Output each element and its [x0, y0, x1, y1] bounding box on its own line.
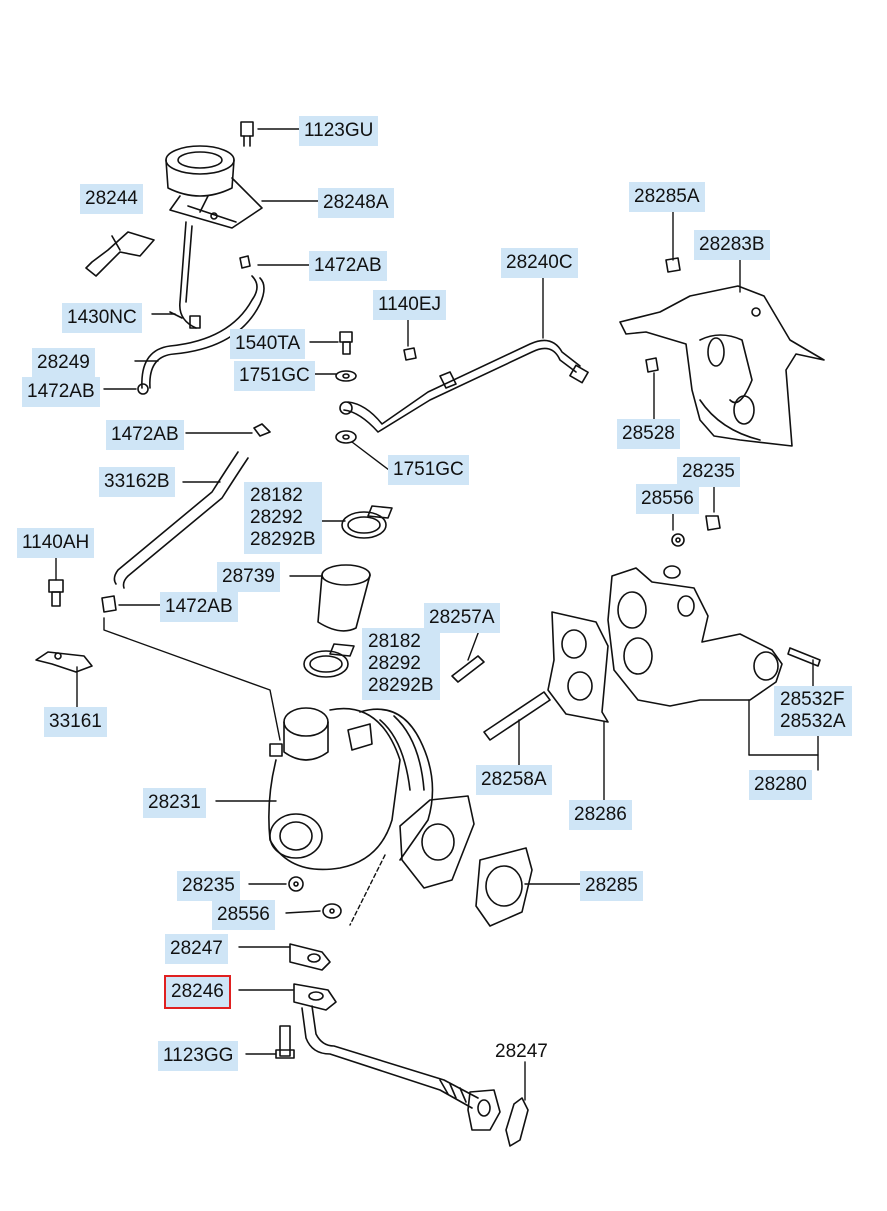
callout-28292B: 28292B [368, 675, 434, 696]
callout-1430NC[interactable]: 1430NC [62, 303, 142, 333]
callout-clamp-group-bottom[interactable]: 28182 28292 28292B [362, 628, 440, 700]
callout-1472AB[interactable]: 1472AB [160, 592, 238, 622]
oil-pipe-28240C-drawing [340, 340, 588, 432]
exhaust-manifold-28280-drawing [608, 516, 782, 706]
callout-28532F: 28532F [780, 689, 845, 710]
callout-28246-selected[interactable]: 28246 [164, 975, 231, 1009]
leader-lines [56, 129, 818, 1100]
callout-28240C[interactable]: 28240C [501, 248, 578, 278]
gasket-28286-drawing [548, 612, 608, 722]
callout-1751GC[interactable]: 1751GC [388, 455, 469, 485]
callout-28231[interactable]: 28231 [143, 788, 206, 818]
callout-28285[interactable]: 28285 [580, 871, 643, 901]
heat-shield-28283B-drawing [620, 258, 824, 446]
callout-28247[interactable]: 28247 [165, 934, 228, 964]
callout-1472AB[interactable]: 1472AB [106, 420, 184, 450]
callout-28244[interactable]: 28244 [80, 184, 143, 214]
callout-28528[interactable]: 28528 [617, 419, 680, 449]
callout-1123GG[interactable]: 1123GG [158, 1041, 239, 1071]
fitting-1472AB-drawing [102, 596, 116, 612]
callout-clamp-group-top[interactable]: 28182 28292 28292B [244, 482, 322, 554]
wastegate-actuator-drawing [166, 122, 262, 328]
callout-28258A[interactable]: 28258A [476, 765, 552, 795]
callout-28283B[interactable]: 28283B [694, 230, 770, 260]
callout-28292: 28292 [250, 507, 303, 528]
callout-28235[interactable]: 28235 [177, 871, 240, 901]
clamps-and-tube-drawing [304, 506, 392, 677]
callout-28292: 28292 [368, 653, 421, 674]
small-fasteners-drawing [170, 312, 416, 443]
callout-28235[interactable]: 28235 [677, 457, 740, 487]
callout-33161[interactable]: 33161 [44, 707, 107, 737]
callout-28286[interactable]: 28286 [569, 800, 632, 830]
oil-return-pipe-drawing [276, 944, 528, 1146]
bracket-28244-drawing [86, 232, 154, 276]
callout-28285A[interactable]: 28285A [629, 182, 705, 212]
hose-28249-drawing [138, 256, 264, 394]
callout-28292B: 28292B [250, 529, 316, 550]
callout-1140AH[interactable]: 1140AH [17, 528, 95, 558]
callout-1472AB[interactable]: 1472AB [22, 377, 100, 407]
callout-1140EJ[interactable]: 1140EJ [373, 290, 447, 320]
callout-28182: 28182 [250, 485, 303, 506]
callout-28556[interactable]: 28556 [636, 484, 699, 514]
callout-28182: 28182 [368, 631, 421, 652]
bracket-33161-drawing [36, 580, 92, 672]
callout-1540TA[interactable]: 1540TA [230, 329, 306, 359]
gasket-28285-drawing [476, 848, 532, 926]
callout-28247[interactable]: 28247 [495, 1041, 548, 1062]
turbocharger-28231-drawing [269, 708, 474, 918]
callout-33162B[interactable]: 33162B [99, 467, 175, 497]
callout-28248A[interactable]: 28248A [318, 188, 394, 218]
callout-28249[interactable]: 28249 [32, 348, 95, 378]
callout-28532-group[interactable]: 28532F 28532A [774, 686, 852, 736]
callout-1751GC[interactable]: 1751GC [234, 361, 315, 391]
callout-28739[interactable]: 28739 [217, 562, 280, 592]
callout-1472AB[interactable]: 1472AB [309, 251, 387, 281]
callout-28556[interactable]: 28556 [212, 900, 275, 930]
studs-drawing [452, 648, 820, 740]
hose-33162B-drawing [114, 424, 270, 588]
callout-28280[interactable]: 28280 [749, 770, 812, 800]
callout-1123GU[interactable]: 1123GU [299, 116, 379, 146]
callout-28532A: 28532A [780, 711, 846, 732]
